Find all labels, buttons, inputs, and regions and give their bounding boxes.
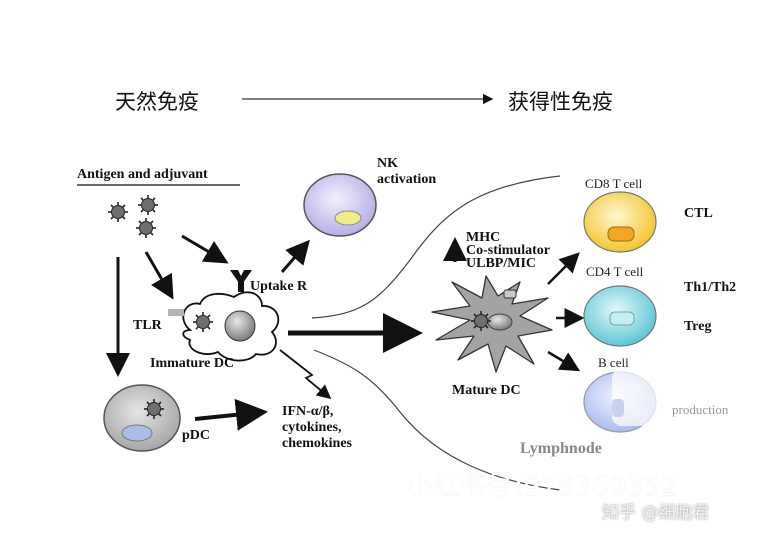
uptake-r-label: Uptake R (250, 279, 308, 294)
tlr-label: TLR (133, 318, 162, 333)
pdc-antigen (143, 398, 165, 420)
th1-th2-label: Th1/Th2 (684, 280, 737, 295)
cd8-nucleus (607, 226, 635, 242)
dc-to-nk-arrow (280, 239, 310, 273)
antigen-particles (107, 194, 159, 239)
nk-label-line2: activation (377, 172, 437, 187)
ifn-label-line1: IFN-α/β, (282, 404, 334, 419)
ctl-label: CTL (684, 206, 713, 221)
lymphnode-outline-lower (313, 349, 561, 491)
nk-label-line1: NK (377, 156, 398, 171)
mature-dc-mhc (503, 289, 517, 299)
pdc-cell (103, 384, 181, 452)
pdc-nucleus (121, 424, 153, 442)
ab-production-label: production (672, 402, 729, 417)
zhihu-watermark: 知乎 @细胞君 (602, 503, 710, 523)
tlr-receptor (168, 309, 184, 316)
nk-nucleus (334, 210, 362, 226)
dc-to-cd8-arrow (547, 252, 580, 285)
phagocytosed-antigen (192, 311, 214, 333)
cd8-t-cell (583, 191, 657, 253)
antigen-to-uptake-arrow (181, 234, 229, 264)
pdc-label: pDC (182, 428, 211, 443)
nk-cell (303, 173, 377, 237)
antigen-adjuvant-label: Antigen and adjuvant (77, 167, 208, 182)
immature-dc-label: Immature DC (150, 356, 235, 371)
lymphnode-outline-upper (311, 175, 561, 319)
xiaohongshu-watermark: 小红书号:978369352 (406, 471, 678, 502)
immature-dc-nucleus (224, 310, 256, 342)
ifn-label-line3: chemokines (282, 436, 352, 451)
ulbp-mic-label: ULBP/MIC (466, 256, 536, 271)
watermark-badge (612, 368, 736, 426)
mature-dc-nucleus (487, 313, 513, 331)
pdc-to-ifn-arrow (194, 398, 268, 431)
lymphnode-label: Lymphnode (520, 440, 602, 457)
b-cell-label: B cell (598, 355, 629, 370)
mature-dc-antigen (470, 310, 492, 332)
dc-to-ifn-arrow (279, 349, 332, 400)
mhc-label: MHC (466, 230, 501, 245)
innate-immunity-title: 天然免疫 (115, 90, 199, 114)
treg-label: Treg (684, 319, 712, 334)
antigen-to-tlr-arrow (144, 251, 174, 300)
adaptive-immunity-title: 获得性免疫 (508, 90, 613, 114)
costimulator-label: Co-stimulator (466, 243, 550, 258)
cd4-t-cell-label: CD4 T cell (586, 264, 644, 279)
uptake-receptor (230, 270, 252, 292)
mature-dc-label: Mature DC (452, 383, 521, 398)
dc-to-bcell-arrow (547, 350, 581, 372)
cd8-t-cell-label: CD8 T cell (585, 176, 643, 191)
ifn-label-line2: cytokines, (282, 420, 342, 435)
cd4-nucleus (609, 311, 635, 326)
